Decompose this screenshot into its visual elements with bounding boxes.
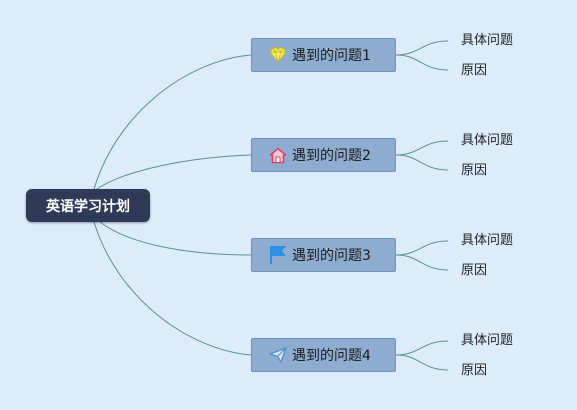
leaf-topic-3-2[interactable]: 原因 <box>461 263 488 278</box>
connector-branch-3-leaf-1 <box>395 240 449 256</box>
leaf-topic-2-2[interactable]: 原因 <box>461 163 488 178</box>
branch-topic-4-label: 遇到的问题4 <box>292 348 371 364</box>
connector-branch-2-leaf-1 <box>395 140 449 156</box>
branch-topic-2-label: 遇到的问题2 <box>292 148 371 164</box>
root-topic[interactable]: 英语学习计划 <box>26 189 150 222</box>
connector-branch-1-leaf-2 <box>395 54 449 71</box>
leaf-topic-3-1[interactable]: 具体问题 <box>461 233 514 248</box>
connector-root-branch-1 <box>93 54 252 190</box>
branch-topic-1[interactable]: 遇到的问题1 <box>251 38 396 72</box>
leaf-topic-4-2[interactable]: 原因 <box>461 363 488 378</box>
connector-root-branch-4 <box>93 221 252 356</box>
connector-root-branch-2 <box>96 154 252 190</box>
connector-branch-4-leaf-2 <box>395 354 449 371</box>
connector-branch-1-leaf-1 <box>395 40 449 56</box>
leaf-topic-1-2[interactable]: 原因 <box>461 63 488 78</box>
branch-topic-3-label: 遇到的问题3 <box>292 248 371 264</box>
leaf-topic-4-1[interactable]: 具体问题 <box>461 333 514 348</box>
connector-branch-3-leaf-2 <box>395 254 449 271</box>
paper-plane-icon <box>268 345 288 365</box>
leaf-topic-1-1[interactable]: 具体问题 <box>461 33 514 48</box>
branch-topic-4[interactable]: 遇到的问题4 <box>251 338 396 372</box>
connector-branch-2-leaf-2 <box>395 154 449 171</box>
branch-topic-2[interactable]: 遇到的问题2 <box>251 138 396 172</box>
connector-branch-4-leaf-1 <box>395 340 449 356</box>
leaf-topic-2-1[interactable]: 具体问题 <box>461 133 514 148</box>
branch-topic-1-label: 遇到的问题1 <box>292 48 371 64</box>
home-icon <box>268 145 288 165</box>
branch-topic-3[interactable]: 遇到的问题3 <box>251 238 396 272</box>
flag-icon <box>268 245 288 265</box>
connector-root-branch-3 <box>99 221 252 256</box>
root-topic-label: 英语学习计划 <box>46 198 130 215</box>
diamond-icon <box>268 45 288 65</box>
